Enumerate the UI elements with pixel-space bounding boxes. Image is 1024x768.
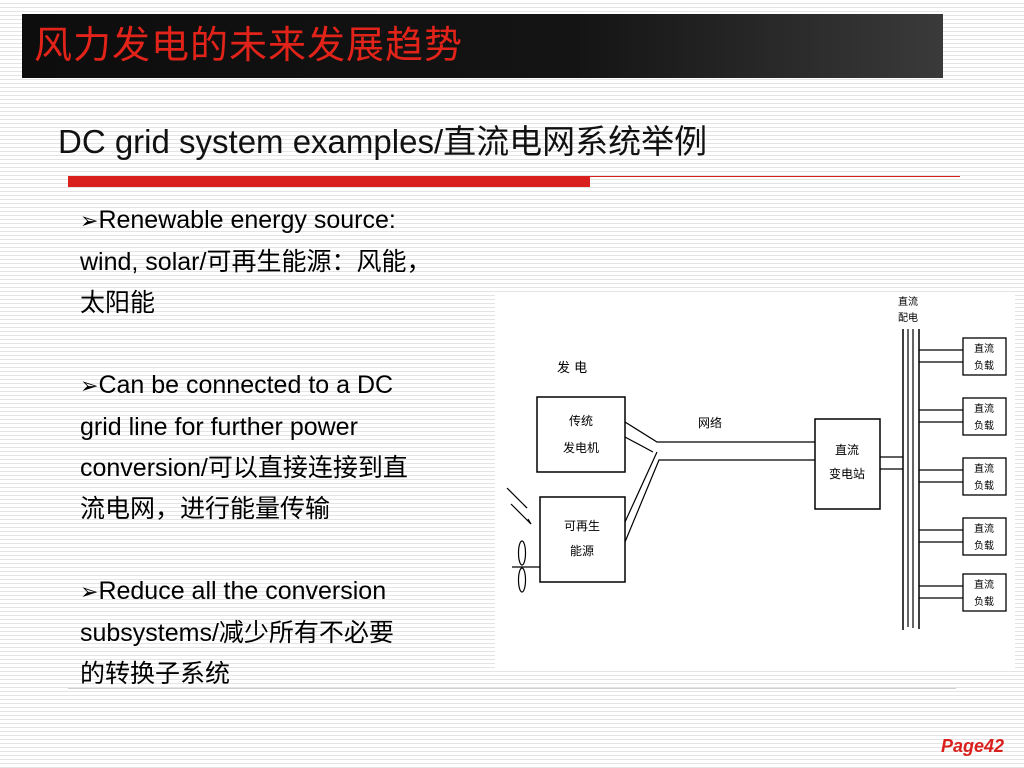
dc-load-label: 负载 — [974, 359, 994, 372]
dc-load: 直流 负载 — [919, 457, 1007, 496]
bullet-item: ➢Renewable energy source: wind, solar/可再… — [80, 200, 550, 324]
generation-label: 发 电 — [557, 360, 587, 376]
bullet-item: ➢Can be connected to a DC grid line for … — [80, 365, 550, 530]
subtitle-underline — [68, 176, 590, 187]
bullet-item: ➢Reduce all the conversion subsystems/减少… — [80, 571, 550, 695]
bullet-arrow-icon: ➢ — [80, 374, 99, 399]
page-number: Page42 — [940, 736, 1004, 756]
network-label: 网络 — [698, 415, 722, 430]
dc-load: 直流 负载 — [919, 573, 1007, 612]
dc-substation-box — [814, 418, 881, 510]
dc-grid-diagram-svg: 发 电 传统 发电机 可再生 能源 网络 — [506, 295, 1007, 630]
subtitle-rule — [590, 176, 960, 177]
slide-subtitle: DC grid system examples/直流电网系统举例 — [58, 123, 708, 160]
bullet-line: subsystems/减少所有不必要 — [80, 619, 394, 647]
dc-load-label: 负载 — [974, 479, 994, 492]
sun-rays-icon — [506, 487, 532, 525]
renewable-source-label: 能源 — [570, 544, 594, 558]
bullet-list: ➢Renewable energy source: wind, solar/可再… — [80, 200, 550, 695]
wind-turbine-icon — [512, 540, 540, 593]
dc-distribution-label: 直流 — [898, 295, 918, 308]
dc-load-label: 直流 — [974, 462, 994, 475]
conventional-generator-label: 发电机 — [563, 440, 599, 455]
dc-load: 直流 负载 — [919, 517, 1007, 556]
dc-load-label: 负载 — [974, 595, 994, 608]
dc-load: 直流 负载 — [919, 337, 1007, 376]
dc-load-label: 直流 — [974, 522, 994, 535]
bullet-line: Renewable energy source: — [98, 206, 396, 234]
bullet-line: 的转换子系统 — [80, 660, 231, 688]
dc-substation-label: 直流 — [835, 443, 859, 457]
dc-load-label: 负载 — [974, 539, 994, 552]
dc-load-label: 直流 — [974, 578, 994, 591]
renewable-source-label: 可再生 — [564, 519, 600, 533]
bullet-line: Can be connected to a DC — [98, 371, 394, 399]
title-bar: 风力发电的未来发展趋势 — [22, 14, 943, 78]
bullet-line: grid line for further power — [80, 413, 358, 441]
conventional-generator-label: 传统 — [569, 413, 593, 428]
bullet-line: wind, solar/可再生能源：风能， — [80, 248, 432, 276]
bullet-line: conversion/可以直接连接到直 — [80, 454, 408, 482]
dc-load-label: 负载 — [974, 419, 994, 432]
network-lines — [624, 421, 815, 543]
dc-load: 直流 负载 — [919, 397, 1007, 436]
bullet-line: 太阳能 — [80, 289, 156, 317]
dc-load-label: 直流 — [974, 342, 994, 355]
footer-rule — [68, 688, 956, 689]
bullet-arrow-icon: ➢ — [80, 580, 99, 605]
bullet-line: 流电网，进行能量传输 — [80, 495, 331, 523]
slide-title: 风力发电的未来发展趋势 — [34, 23, 464, 67]
renewable-source-box — [539, 496, 626, 583]
dc-grid-diagram: 发 电 传统 发电机 可再生 能源 网络 — [495, 292, 1015, 668]
bullet-line: Reduce all the conversion — [98, 577, 387, 605]
dc-distribution-label: 配电 — [898, 311, 918, 324]
dc-load-label: 直流 — [974, 402, 994, 415]
conventional-generator-box — [536, 396, 626, 473]
dc-substation-label: 变电站 — [829, 466, 865, 481]
bullet-arrow-icon: ➢ — [80, 209, 99, 234]
